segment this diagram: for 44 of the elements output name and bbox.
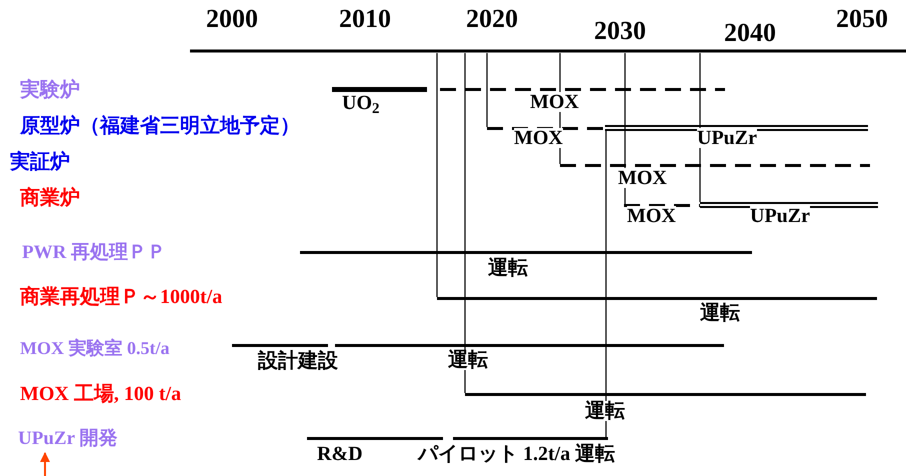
bar-label: パイロット 1.2t/a 運転 <box>418 444 616 464</box>
bar-label: UPuZr <box>697 128 757 148</box>
bar-label: 運転 <box>488 258 528 278</box>
row-label: MOX 工場, 100 t/a <box>20 382 182 407</box>
row-label: 原型炉（福建省三明立地予定） <box>20 114 300 139</box>
row-label: 実証炉 <box>10 150 70 175</box>
connector-line <box>605 131 607 437</box>
connector-line <box>624 53 626 204</box>
bar-label: UO$_{2}$ <box>342 93 380 113</box>
connector-line <box>486 53 488 127</box>
dashed-bar <box>487 127 605 130</box>
bar-label: MOX <box>514 128 563 148</box>
bar-label: 運転 <box>700 303 740 323</box>
timeline-bar <box>335 344 724 347</box>
year-label: 2040 <box>724 20 776 46</box>
dashed-bar <box>440 88 725 91</box>
timeline-bar <box>437 297 877 300</box>
row-label: 実験炉 <box>20 78 80 103</box>
row-label: 商業再処理Ｐ～1000t/a <box>20 285 222 310</box>
bar-label: 設計建設 <box>258 351 338 371</box>
arrow <box>40 452 50 476</box>
timeline-bar <box>307 437 443 440</box>
year-label: 2010 <box>339 6 391 32</box>
connector-line <box>464 53 466 393</box>
year-label: 2050 <box>836 6 888 32</box>
bar-label: MOX <box>530 92 579 112</box>
row-label: 商業炉 <box>20 186 80 211</box>
timeline-bar <box>453 437 608 440</box>
row-label: UPuZr 開発 <box>18 427 118 451</box>
row-label: PWR 再処理ＰＰ <box>22 241 166 265</box>
timeline-bar <box>232 344 328 347</box>
dashed-bar <box>560 164 870 167</box>
dashed-bar <box>624 204 700 207</box>
bar-label: 運転 <box>448 350 488 370</box>
timeline-bar <box>465 393 866 396</box>
connector-line <box>436 53 438 297</box>
year-label: 2020 <box>466 6 518 32</box>
row-label: MOX 実験室 0.5t/a <box>20 337 170 360</box>
bar-label: MOX <box>618 168 667 188</box>
year-label: 2000 <box>206 6 258 32</box>
bar-label: 運転 <box>585 401 625 421</box>
timeline-bar <box>300 251 752 254</box>
timeline-bar <box>332 87 427 92</box>
year-label: 2030 <box>594 18 646 44</box>
